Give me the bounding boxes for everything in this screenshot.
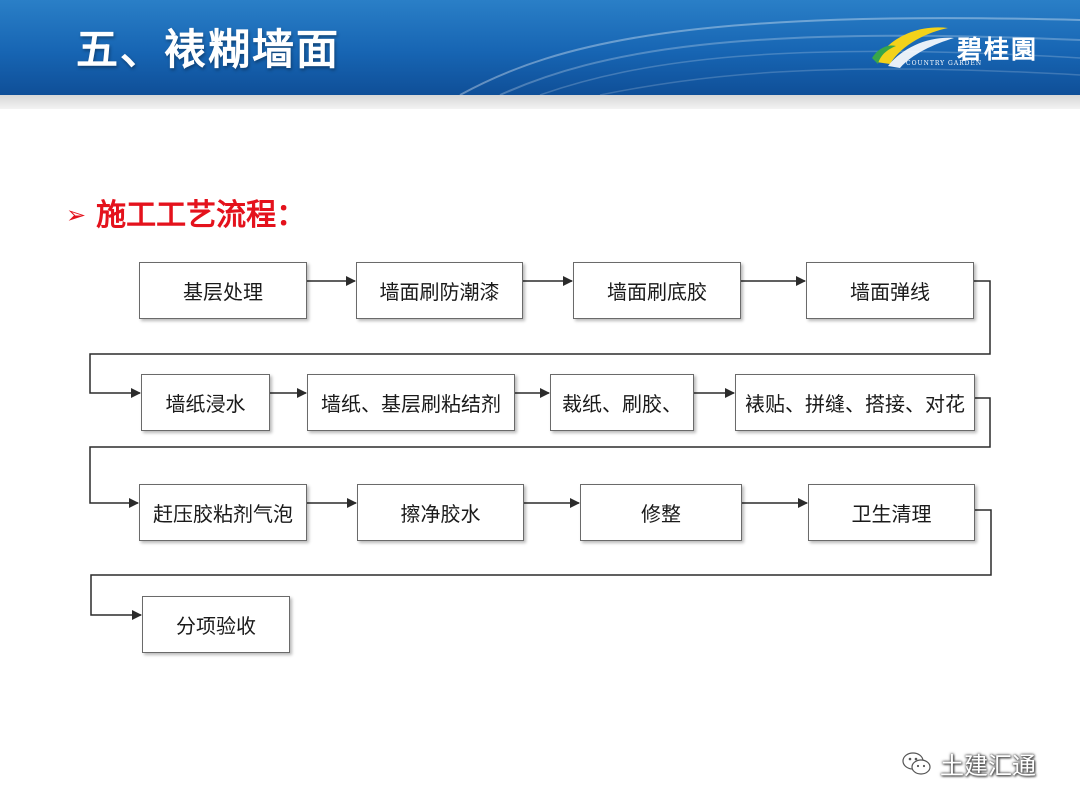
flow-step-3: 墙面刷底胶	[573, 262, 741, 319]
country-garden-logo-icon	[872, 27, 954, 68]
header-banner: 五、裱糊墙面 碧桂園 COUNTRY GARDEN	[0, 0, 1080, 95]
arrow-4-5	[89, 280, 991, 398]
arrow-8-9	[89, 397, 991, 508]
header-swoosh-decoration	[459, 17, 1080, 95]
watermark: 土建汇通	[902, 746, 1036, 781]
header-shadow-band	[0, 95, 1080, 109]
flow-step-10: 擦净胶水	[357, 484, 524, 541]
flow-step-1: 基层处理	[139, 262, 307, 319]
section-title: 施工工艺流程：	[96, 198, 307, 233]
flow-step-8: 裱贴、拼缝、搭接、对花	[735, 374, 975, 431]
flow-step-13: 分项验收	[142, 596, 290, 653]
flow-step-4: 墙面弹线	[806, 262, 974, 319]
flow-step-7: 裁纸、刷胶、	[550, 374, 694, 431]
brand-name: 碧桂園	[957, 35, 1039, 64]
wechat-icon	[902, 751, 931, 775]
arrow-12-13	[90, 509, 992, 620]
flow-step-6: 墙纸、基层刷粘结剂	[307, 374, 515, 431]
flow-step-2: 墙面刷防潮漆	[356, 262, 523, 319]
bullet-arrow-icon: ➢	[66, 201, 87, 229]
flow-step-12: 卫生清理	[808, 484, 975, 541]
brand-subtitle: COUNTRY GARDEN	[906, 60, 983, 67]
flow-step-11: 修整	[580, 484, 742, 541]
slide-title: 五、裱糊墙面	[76, 25, 341, 74]
flow-step-5: 墙纸浸水	[141, 374, 270, 431]
flow-step-9: 赶压胶粘剂气泡	[139, 484, 307, 541]
watermark-text: 土建汇通	[940, 752, 1036, 780]
section-heading: ➢ 施工工艺流程：	[66, 190, 306, 234]
